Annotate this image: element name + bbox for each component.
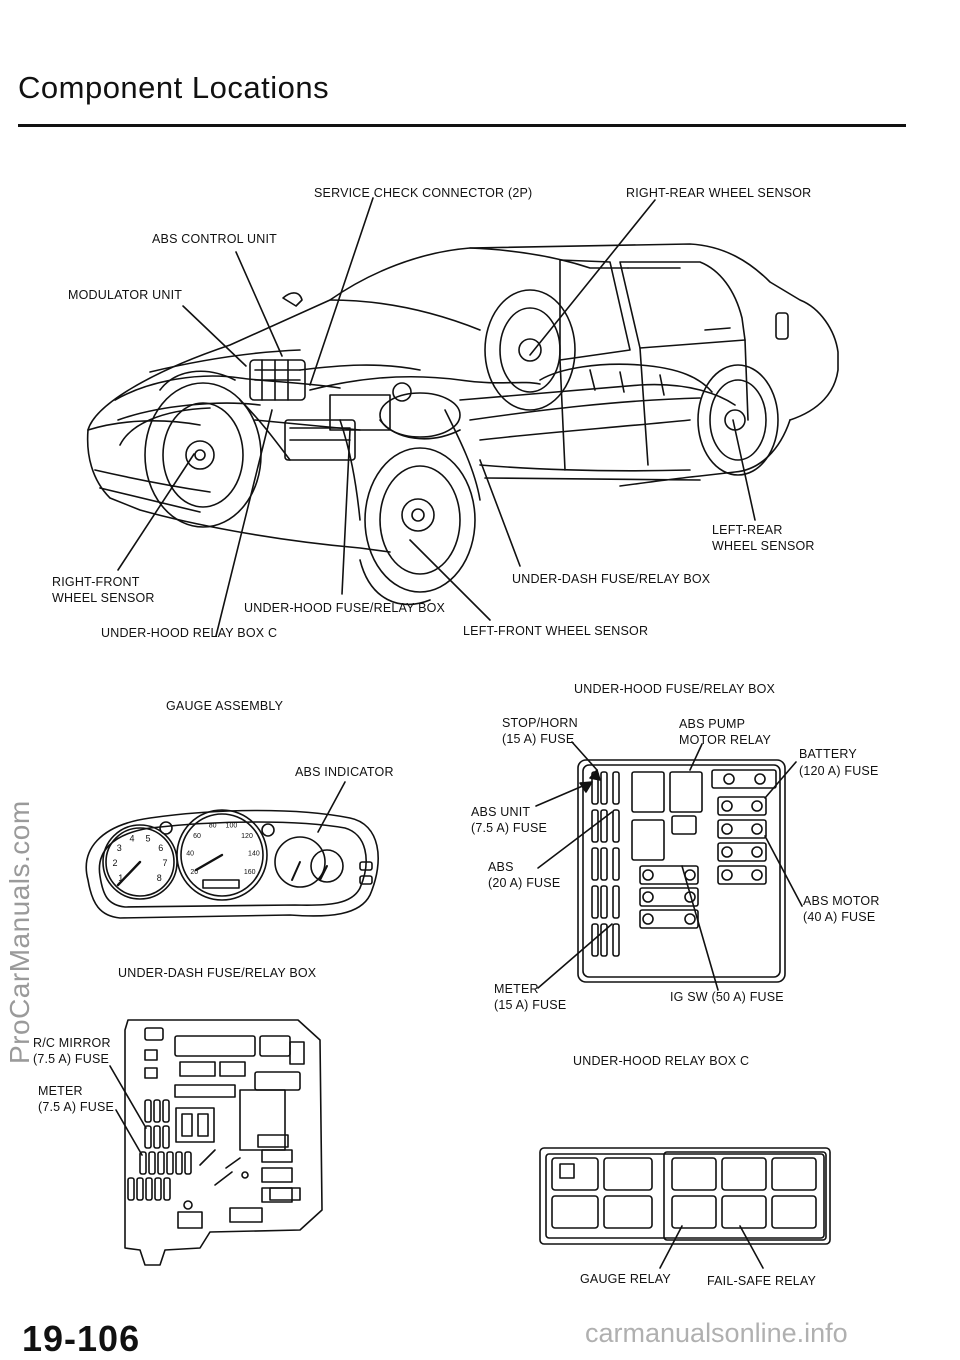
page-title: Component Locations bbox=[18, 70, 330, 105]
tach-numeral: 6 bbox=[158, 843, 163, 853]
tach-numeral: 3 bbox=[117, 843, 122, 853]
speedo-numeral: 160 bbox=[244, 869, 256, 876]
rc-mirror-fuse-label-line2: (7.5 A) FUSE bbox=[33, 1052, 110, 1066]
under-dash-fuse-relay-box-label: UNDER-DASH FUSE/RELAY BOX bbox=[512, 572, 711, 586]
gauge-relay-label: GAUGE RELAY bbox=[580, 1272, 671, 1286]
meter-7-5a-fuse-label-line2: (7.5 A) FUSE bbox=[38, 1100, 115, 1114]
tach-numeral: 8 bbox=[157, 873, 162, 883]
abs-indicator-label: ABS INDICATOR bbox=[295, 765, 394, 779]
speedo-numeral: 60 bbox=[193, 833, 201, 840]
fail-safe-relay-label: FAIL-SAFE RELAY bbox=[707, 1274, 817, 1288]
battery-fuse-label-line2: (120 A) FUSE bbox=[799, 764, 879, 778]
gauge-assembly-title: GAUGE ASSEMBLY bbox=[166, 699, 284, 713]
title-rule bbox=[18, 124, 906, 127]
left-rear-wheel-sensor-label-line1: LEFT-REAR bbox=[712, 523, 783, 537]
watermark-side: ProCarManuals.com bbox=[4, 800, 35, 1064]
page-number: 19-106 bbox=[22, 1318, 141, 1359]
under-hood-relay-box-c-label: UNDER-HOOD RELAY BOX C bbox=[101, 626, 278, 640]
right-front-wheel-sensor-label-line1: RIGHT-FRONT bbox=[52, 575, 140, 589]
service-check-connector-label: SERVICE CHECK CONNECTOR (2P) bbox=[314, 186, 533, 200]
hood-fuse-box-drawing bbox=[535, 741, 803, 991]
battery-fuse-label-line1: BATTERY bbox=[799, 747, 857, 761]
abs-pump-motor-relay-label-line1: ABS PUMP bbox=[679, 717, 746, 731]
car-illustration bbox=[86, 197, 839, 637]
hood-fuse-box-title: UNDER-HOOD FUSE/RELAY BOX bbox=[574, 682, 776, 696]
stop-horn-fuse-label-line1: STOP/HORN bbox=[502, 716, 578, 730]
rc-mirror-fuse-label-line1: R/C MIRROR bbox=[33, 1036, 111, 1050]
speedo-numeral: 20 bbox=[190, 869, 198, 876]
abs-motor-fuse-label-line2: (40 A) FUSE bbox=[803, 910, 876, 924]
stop-horn-fuse-label-line2: (15 A) FUSE bbox=[502, 732, 575, 746]
tach-numeral: 5 bbox=[145, 833, 150, 843]
tach-numeral: 7 bbox=[162, 858, 167, 868]
right-rear-wheel-sensor-label: RIGHT-REAR WHEEL SENSOR bbox=[626, 186, 812, 200]
tach-numeral: 2 bbox=[112, 858, 117, 868]
modulator-unit-label: MODULATOR UNIT bbox=[68, 288, 183, 302]
tach-numeral: 4 bbox=[129, 833, 134, 843]
speedo-numeral: 140 bbox=[248, 851, 260, 858]
abs-20a-fuse-label-line2: (20 A) FUSE bbox=[488, 876, 561, 890]
watermark-bottom: carmanualsonline.info bbox=[585, 1318, 848, 1348]
meter-15a-fuse-label-line1: METER bbox=[494, 982, 539, 996]
relay-box-c-title: UNDER-HOOD RELAY BOX C bbox=[573, 1054, 750, 1068]
abs-pump-motor-relay-label-line2: MOTOR RELAY bbox=[679, 733, 772, 747]
speedo-numeral: 120 bbox=[241, 833, 253, 840]
abs-motor-fuse-label-line1: ABS MOTOR bbox=[803, 894, 880, 908]
under-hood-fuse-relay-box-label: UNDER-HOOD FUSE/RELAY BOX bbox=[244, 601, 446, 615]
abs-unit-fuse-label-line1: ABS UNIT bbox=[471, 805, 531, 819]
meter-7-5a-fuse-label-line1: METER bbox=[38, 1084, 83, 1098]
speedo-numeral: 40 bbox=[186, 851, 194, 858]
meter-15a-fuse-label-line2: (15 A) FUSE bbox=[494, 998, 567, 1012]
gauge-assembly bbox=[85, 781, 379, 919]
dash-fuse-box-drawing bbox=[109, 1019, 323, 1266]
speedo-numeral: 80 bbox=[209, 822, 217, 829]
abs-20a-fuse-label-line1: ABS bbox=[488, 860, 514, 874]
speedo-numeral: 100 bbox=[226, 822, 238, 829]
left-rear-wheel-sensor-label-line2: WHEEL SENSOR bbox=[712, 539, 815, 553]
left-front-wheel-sensor-label: LEFT-FRONT WHEEL SENSOR bbox=[463, 624, 649, 638]
tach-numeral: 1 bbox=[118, 873, 123, 883]
ig-sw-fuse-label: IG SW (50 A) FUSE bbox=[670, 990, 784, 1004]
dash-fuse-box-title: UNDER-DASH FUSE/RELAY BOX bbox=[118, 966, 317, 980]
relay-box-c-drawing bbox=[539, 1147, 831, 1269]
abs-control-unit-label: ABS CONTROL UNIT bbox=[152, 232, 277, 246]
right-front-wheel-sensor-label-line2: WHEEL SENSOR bbox=[52, 591, 155, 605]
abs-unit-fuse-label-line2: (7.5 A) FUSE bbox=[471, 821, 548, 835]
